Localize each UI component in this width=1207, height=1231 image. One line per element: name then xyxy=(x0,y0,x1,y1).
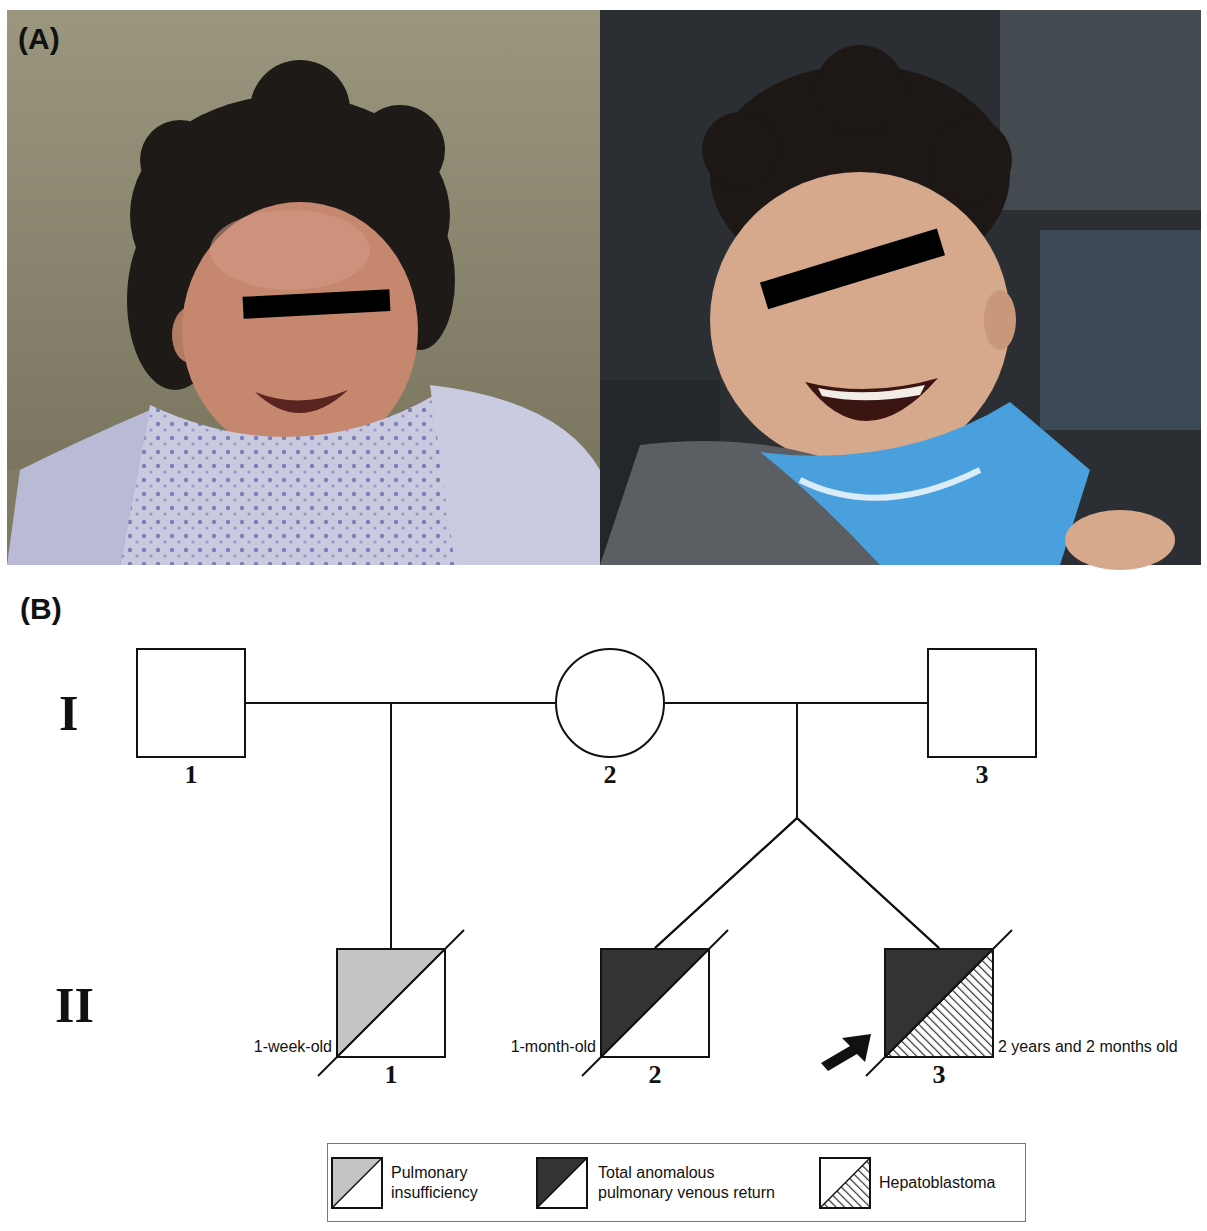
legend-swatch xyxy=(331,1157,383,1209)
individual-number: 2 xyxy=(600,1060,710,1090)
age-label-holder: 2 years and 2 months old xyxy=(998,1037,1178,1057)
legend-label: Total anomalous pulmonary venous return xyxy=(598,1163,788,1203)
age-label-holder: 1-month-old xyxy=(511,1037,596,1057)
legend-swatch xyxy=(536,1157,588,1209)
symbol-graphic xyxy=(555,648,665,758)
symbol-outline xyxy=(336,948,446,1058)
legend-label: Pulmonary insufficiency xyxy=(391,1163,521,1203)
photo-right xyxy=(600,10,1201,570)
panel-label: (A) xyxy=(18,22,60,55)
symbol-graphic xyxy=(927,648,1037,758)
pedigree-line xyxy=(391,703,555,948)
age-label-holder: 1-week-old xyxy=(254,1037,332,1057)
photo-left xyxy=(7,10,600,565)
individual-number: 2 xyxy=(555,760,665,790)
legend-label: Hepatoblastoma xyxy=(879,1173,1019,1193)
symbol-graphic xyxy=(600,948,710,1058)
pedigree-line xyxy=(655,703,927,948)
deceased-slash xyxy=(318,930,464,1076)
symbol-outline xyxy=(600,948,710,1058)
panel-label: (B) xyxy=(20,592,62,625)
age-label: 1-month-old xyxy=(511,1037,596,1057)
pedigree-line xyxy=(246,703,391,948)
symbol-graphic xyxy=(136,648,246,758)
individual-number: 1 xyxy=(336,1060,446,1090)
symbol-outline xyxy=(555,648,665,758)
deceased-slash xyxy=(582,930,728,1076)
age-label: 1-week-old xyxy=(254,1037,332,1057)
individual-number: 1 xyxy=(136,760,246,790)
generation-label: II xyxy=(55,978,94,1033)
legend-box: Pulmonary insufficiency Total anomalous p… xyxy=(327,1143,1026,1222)
pedigree-line xyxy=(797,703,939,948)
proband-arrow xyxy=(821,1034,871,1071)
symbol-graphic xyxy=(336,948,446,1058)
pedigree-symbol: 21-month-old xyxy=(600,948,710,1090)
symbol-graphic xyxy=(884,948,994,1058)
pedigree-symbol: 32 years and 2 months old xyxy=(884,948,994,1090)
deceased-slash xyxy=(866,930,1012,1076)
generation-label: I xyxy=(59,686,78,741)
symbol-outline xyxy=(136,648,246,758)
pedigree-symbol: 2 xyxy=(555,648,665,790)
pedigree-symbol: 11-week-old xyxy=(336,948,446,1090)
age-label: 2 years and 2 months old xyxy=(998,1037,1178,1057)
symbol-outline xyxy=(884,948,994,1058)
pedigree-symbol: 1 xyxy=(136,648,246,790)
pedigree-line xyxy=(665,703,939,948)
individual-number: 3 xyxy=(884,1060,994,1090)
symbol-outline xyxy=(927,648,1037,758)
pedigree-symbol: 3 xyxy=(927,648,1037,790)
legend-swatch xyxy=(819,1157,871,1209)
individual-number: 3 xyxy=(927,760,1037,790)
pedigree-line xyxy=(655,703,797,948)
